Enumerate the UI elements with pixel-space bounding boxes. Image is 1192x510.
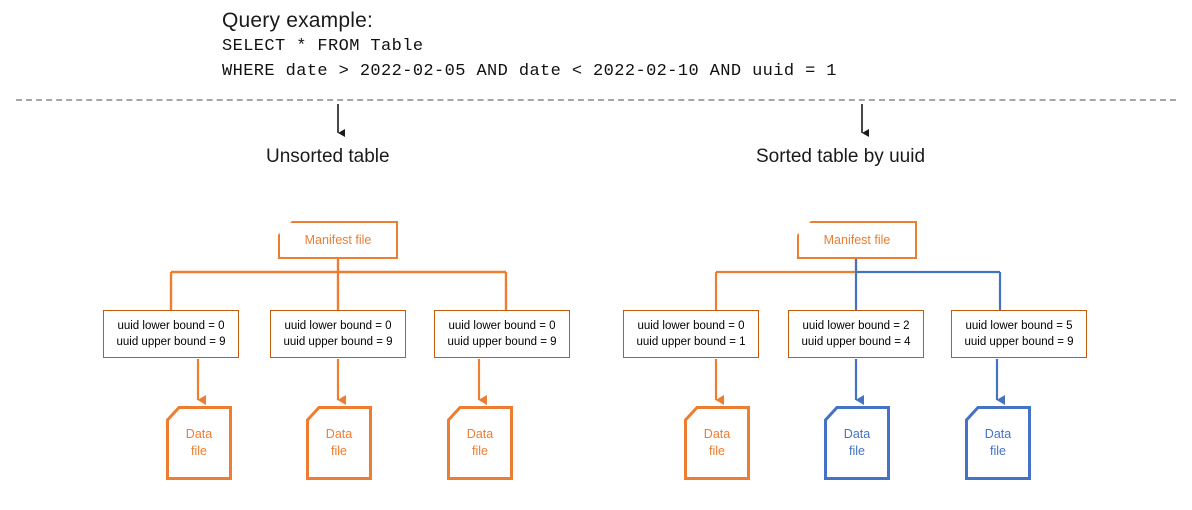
- unsorted-bounds-1-lower: uuid lower bound = 0: [117, 319, 225, 332]
- sorted-data-file-1-line1: Data: [703, 427, 731, 441]
- unsorted-data-file-2[interactable]: Data file: [306, 406, 372, 480]
- query-example-title: Query example:: [222, 9, 374, 32]
- unsorted-bounds-2-upper: uuid upper bound = 9: [283, 335, 393, 348]
- unsorted-bounds-box-1[interactable]: uuid lower bound = 0 uuid upper bound = …: [103, 310, 239, 358]
- unsorted-data-file-1[interactable]: Data file: [166, 406, 232, 480]
- sorted-bounds-3-lower: uuid lower bound = 5: [965, 319, 1073, 332]
- sorted-manifest-file-label: Manifest file: [823, 233, 891, 247]
- sorted-data-file-2-line2: file: [849, 444, 865, 458]
- sorted-data-file-3-line1: Data: [984, 427, 1012, 441]
- unsorted-data-file-2-line1: Data: [325, 427, 353, 441]
- unsorted-bounds-box-2[interactable]: uuid lower bound = 0 uuid upper bound = …: [270, 310, 406, 358]
- unsorted-bounds-3-lower: uuid lower bound = 0: [448, 319, 556, 332]
- unsorted-data-file-3-line2: file: [472, 444, 488, 458]
- sorted-manifest-connector-orange: [714, 259, 858, 310]
- file-shape-icon: [965, 406, 1031, 480]
- query-example-block: Query example: SELECT * FROM Table WHERE…: [222, 8, 837, 84]
- sorted-manifest-file-node[interactable]: Manifest file: [797, 221, 917, 259]
- unsorted-data-file-3[interactable]: Data file: [447, 406, 513, 480]
- sorted-bounds-1-lower: uuid lower bound = 0: [637, 319, 745, 332]
- unsorted-manifest-connectors: [169, 259, 508, 310]
- unsorted-bounds-1-upper: uuid upper bound = 9: [116, 335, 226, 348]
- section-divider: [16, 99, 1176, 101]
- file-shape-icon: [684, 406, 750, 480]
- file-shape-icon: [166, 406, 232, 480]
- file-shape-icon: [447, 406, 513, 480]
- unsorted-bounds-to-datafile-arrows: [196, 359, 487, 405]
- file-shape-icon: [824, 406, 890, 480]
- unsorted-table-title: Unsorted table: [266, 146, 390, 167]
- unsorted-bounds-2-lower: uuid lower bound = 0: [284, 319, 392, 332]
- sorted-bounds-1-upper: uuid upper bound = 1: [636, 335, 746, 348]
- unsorted-data-file-1-line2: file: [191, 444, 207, 458]
- sorted-data-file-1[interactable]: Data file: [684, 406, 750, 480]
- sorted-data-file-3[interactable]: Data file: [965, 406, 1031, 480]
- unsorted-data-file-2-line2: file: [331, 444, 347, 458]
- sorted-manifest-connector-blue: [854, 259, 1002, 310]
- sorted-bounds-2-lower: uuid lower bound = 2: [802, 319, 910, 332]
- query-sql-line-2: WHERE date > 2022-02-05 AND date < 2022-…: [222, 62, 837, 81]
- sorted-data-file-3-line2: file: [990, 444, 1006, 458]
- sorted-bounds-3-upper: uuid upper bound = 9: [964, 335, 1074, 348]
- sorted-bounds-box-1[interactable]: uuid lower bound = 0 uuid upper bound = …: [623, 310, 759, 358]
- sorted-bounds-to-datafile-arrows-blue: [854, 359, 1005, 405]
- unsorted-manifest-file-label: Manifest file: [304, 233, 372, 247]
- sorted-bounds-box-2[interactable]: uuid lower bound = 2 uuid upper bound = …: [788, 310, 924, 358]
- unsorted-data-file-3-line1: Data: [466, 427, 494, 441]
- unsorted-data-file-1-line1: Data: [185, 427, 213, 441]
- sorted-data-file-1-line2: file: [709, 444, 725, 458]
- sorted-bounds-box-3[interactable]: uuid lower bound = 5 uuid upper bound = …: [951, 310, 1087, 358]
- query-sql-line-1: SELECT * FROM Table: [222, 37, 424, 56]
- sorted-table-title: Sorted table by uuid: [756, 146, 926, 167]
- sorted-bounds-2-upper: uuid upper bound = 4: [801, 335, 911, 348]
- file-shape-icon: [306, 406, 372, 480]
- sorted-data-file-2[interactable]: Data file: [824, 406, 890, 480]
- unsorted-bounds-3-upper: uuid upper bound = 9: [447, 335, 557, 348]
- unsorted-manifest-file-node[interactable]: Manifest file: [278, 221, 398, 259]
- sorted-data-file-2-line1: Data: [843, 427, 871, 441]
- unsorted-bounds-box-3[interactable]: uuid lower bound = 0 uuid upper bound = …: [434, 310, 570, 358]
